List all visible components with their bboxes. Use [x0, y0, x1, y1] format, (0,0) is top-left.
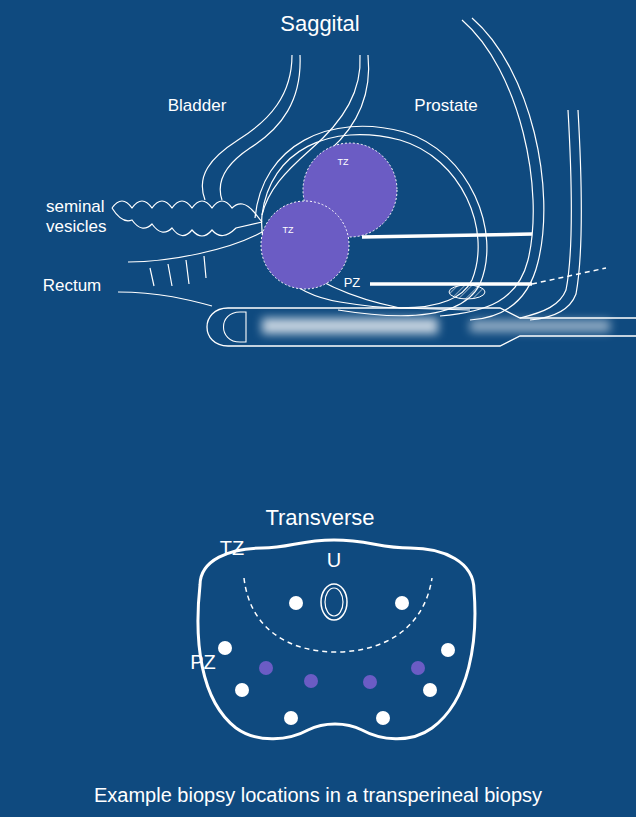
lobe-fill	[261, 201, 349, 289]
bladder-wall	[202, 55, 292, 200]
biopsy-site	[218, 641, 232, 655]
seminal-vesicle	[112, 208, 262, 236]
probe-glow	[262, 318, 438, 334]
biopsy-needle	[362, 234, 532, 237]
zone-label: PZ	[344, 276, 361, 291]
sagittal-anatomy	[112, 18, 582, 320]
biopsy-site	[289, 596, 303, 610]
probe-glow	[470, 320, 610, 332]
probe-cap	[224, 312, 247, 342]
biopsy-site	[284, 711, 298, 725]
organ-label: Rectum	[43, 276, 102, 296]
urethra-label: U	[327, 549, 341, 572]
perineum-outline	[530, 110, 582, 320]
transverse-anatomy	[198, 540, 475, 739]
biopsy-cores	[218, 596, 455, 725]
organ-label: Bladder	[168, 96, 227, 116]
zone-label: TZ	[283, 225, 294, 235]
zone-label: TZ	[220, 537, 244, 560]
biopsy-site	[376, 711, 390, 725]
biopsy-site	[423, 683, 437, 697]
zone-label: TZ	[338, 157, 349, 167]
ultrasound-probe	[207, 308, 636, 346]
zone-boundary	[244, 578, 432, 652]
needle-trajectory	[532, 268, 606, 284]
pelvic-outline	[470, 18, 544, 320]
bladder-wall	[220, 55, 300, 200]
probe-tip	[207, 308, 228, 346]
section-heading: Saggital	[280, 11, 360, 36]
rectal-fold	[150, 256, 206, 286]
urethra	[321, 584, 347, 620]
biopsy-site	[235, 683, 249, 697]
probe-body	[228, 308, 636, 346]
pelvic-outline	[440, 20, 533, 316]
biopsy-site	[441, 643, 455, 657]
bladder-wall	[330, 55, 369, 150]
transition-zone-lobe: TZ	[260, 200, 350, 290]
urethra	[325, 588, 343, 616]
organ-label: seminal vesicles	[46, 197, 128, 236]
prostate-capsule	[255, 126, 487, 315]
biopsy-site	[304, 674, 318, 688]
figure-caption: Example biopsy locations in a transperin…	[94, 784, 542, 807]
zone-label: PZ	[190, 651, 216, 674]
biopsy-site	[259, 661, 273, 675]
perineum-outline	[520, 110, 572, 318]
hatched-structure	[449, 285, 485, 299]
biopsy-cores-pz	[259, 661, 425, 689]
seminal-vesicle	[112, 201, 262, 222]
prostate-transverse-outline	[198, 540, 475, 739]
biopsy-site	[395, 596, 409, 610]
organ-label: Prostate	[414, 96, 477, 116]
rectum-wall	[118, 292, 212, 306]
section-heading: Transverse	[265, 505, 374, 530]
lobe-shape	[260, 200, 350, 290]
biopsy-needle	[370, 282, 532, 286]
biopsy-site	[363, 675, 377, 689]
biopsy-site	[411, 661, 425, 675]
prostate-outline	[262, 135, 478, 308]
